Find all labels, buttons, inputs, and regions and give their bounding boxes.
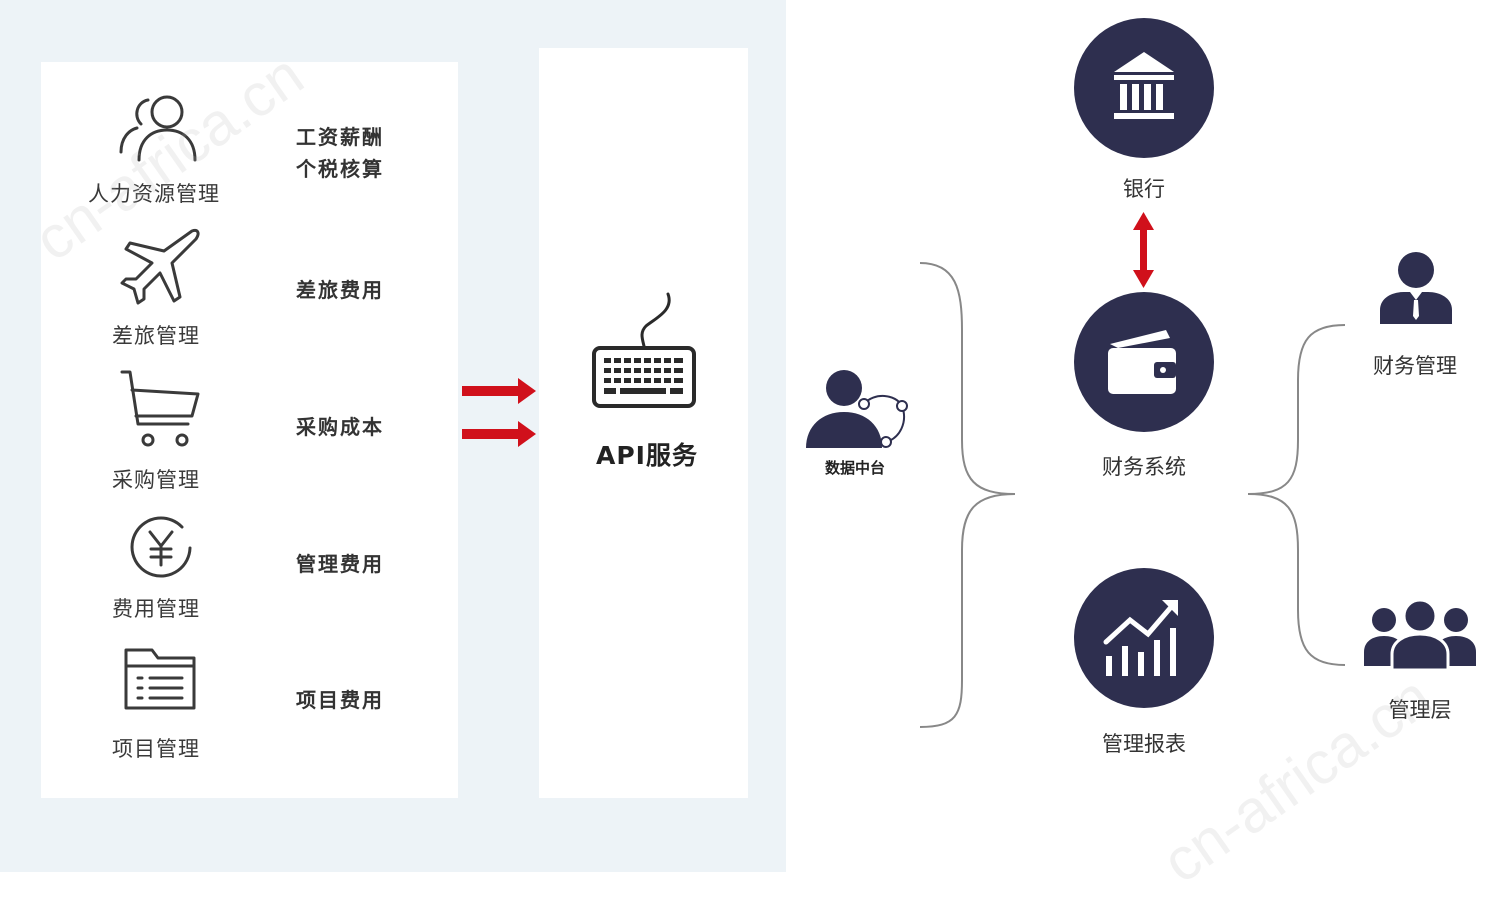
airplane-icon: [120, 229, 200, 305]
item-label-project-cost: 项目费用: [296, 688, 384, 712]
wallet-icon: [1108, 330, 1176, 394]
yen-coin-icon: [130, 516, 192, 578]
module-label-purchase: 采购管理: [112, 468, 200, 492]
businessman-icon: [1380, 252, 1452, 324]
data-platform-label: 数据中台: [825, 459, 886, 477]
item-label-salary: 工资薪酬: [296, 125, 384, 149]
team-icon: [1364, 598, 1476, 672]
module-label-hr: 人力资源管理: [88, 182, 220, 206]
api-service-label: API服务: [596, 441, 698, 470]
bank-node: [1074, 18, 1214, 158]
item-label-admin-cost: 管理费用: [296, 552, 384, 576]
item-label-purchase-cost: 采购成本: [296, 415, 384, 439]
management-report-node: [1074, 568, 1214, 708]
module-label-project: 项目管理: [112, 737, 200, 761]
growth-chart-icon: [1103, 600, 1178, 676]
users-icon: [119, 95, 197, 162]
item-label-tax: 个税核算: [296, 157, 384, 181]
keyboard-icon: [592, 292, 696, 408]
arrow-right-icon: [462, 421, 536, 447]
arrow-right-icon: [462, 378, 536, 404]
shopping-cart-icon: [120, 370, 200, 447]
finance-management-label: 财务管理: [1373, 354, 1457, 378]
folder-list-icon: [124, 648, 196, 710]
finance-system-label: 财务系统: [1102, 455, 1186, 479]
management-report-label: 管理报表: [1102, 732, 1186, 756]
connector-lines: [919, 212, 1346, 728]
api-panel: [539, 48, 748, 798]
management-layer-label: 管理层: [1388, 698, 1452, 722]
bank-icon: [1114, 52, 1174, 119]
module-label-expense: 费用管理: [112, 597, 200, 621]
user-network-icon: [806, 370, 908, 448]
item-label-travel-cost: 差旅费用: [296, 278, 384, 302]
module-label-travel: 差旅管理: [112, 324, 200, 348]
double-arrow-icon: [1133, 212, 1154, 288]
bank-label: 银行: [1123, 177, 1165, 201]
modules-panel: [41, 62, 458, 798]
finance-system-node: [1074, 292, 1214, 432]
